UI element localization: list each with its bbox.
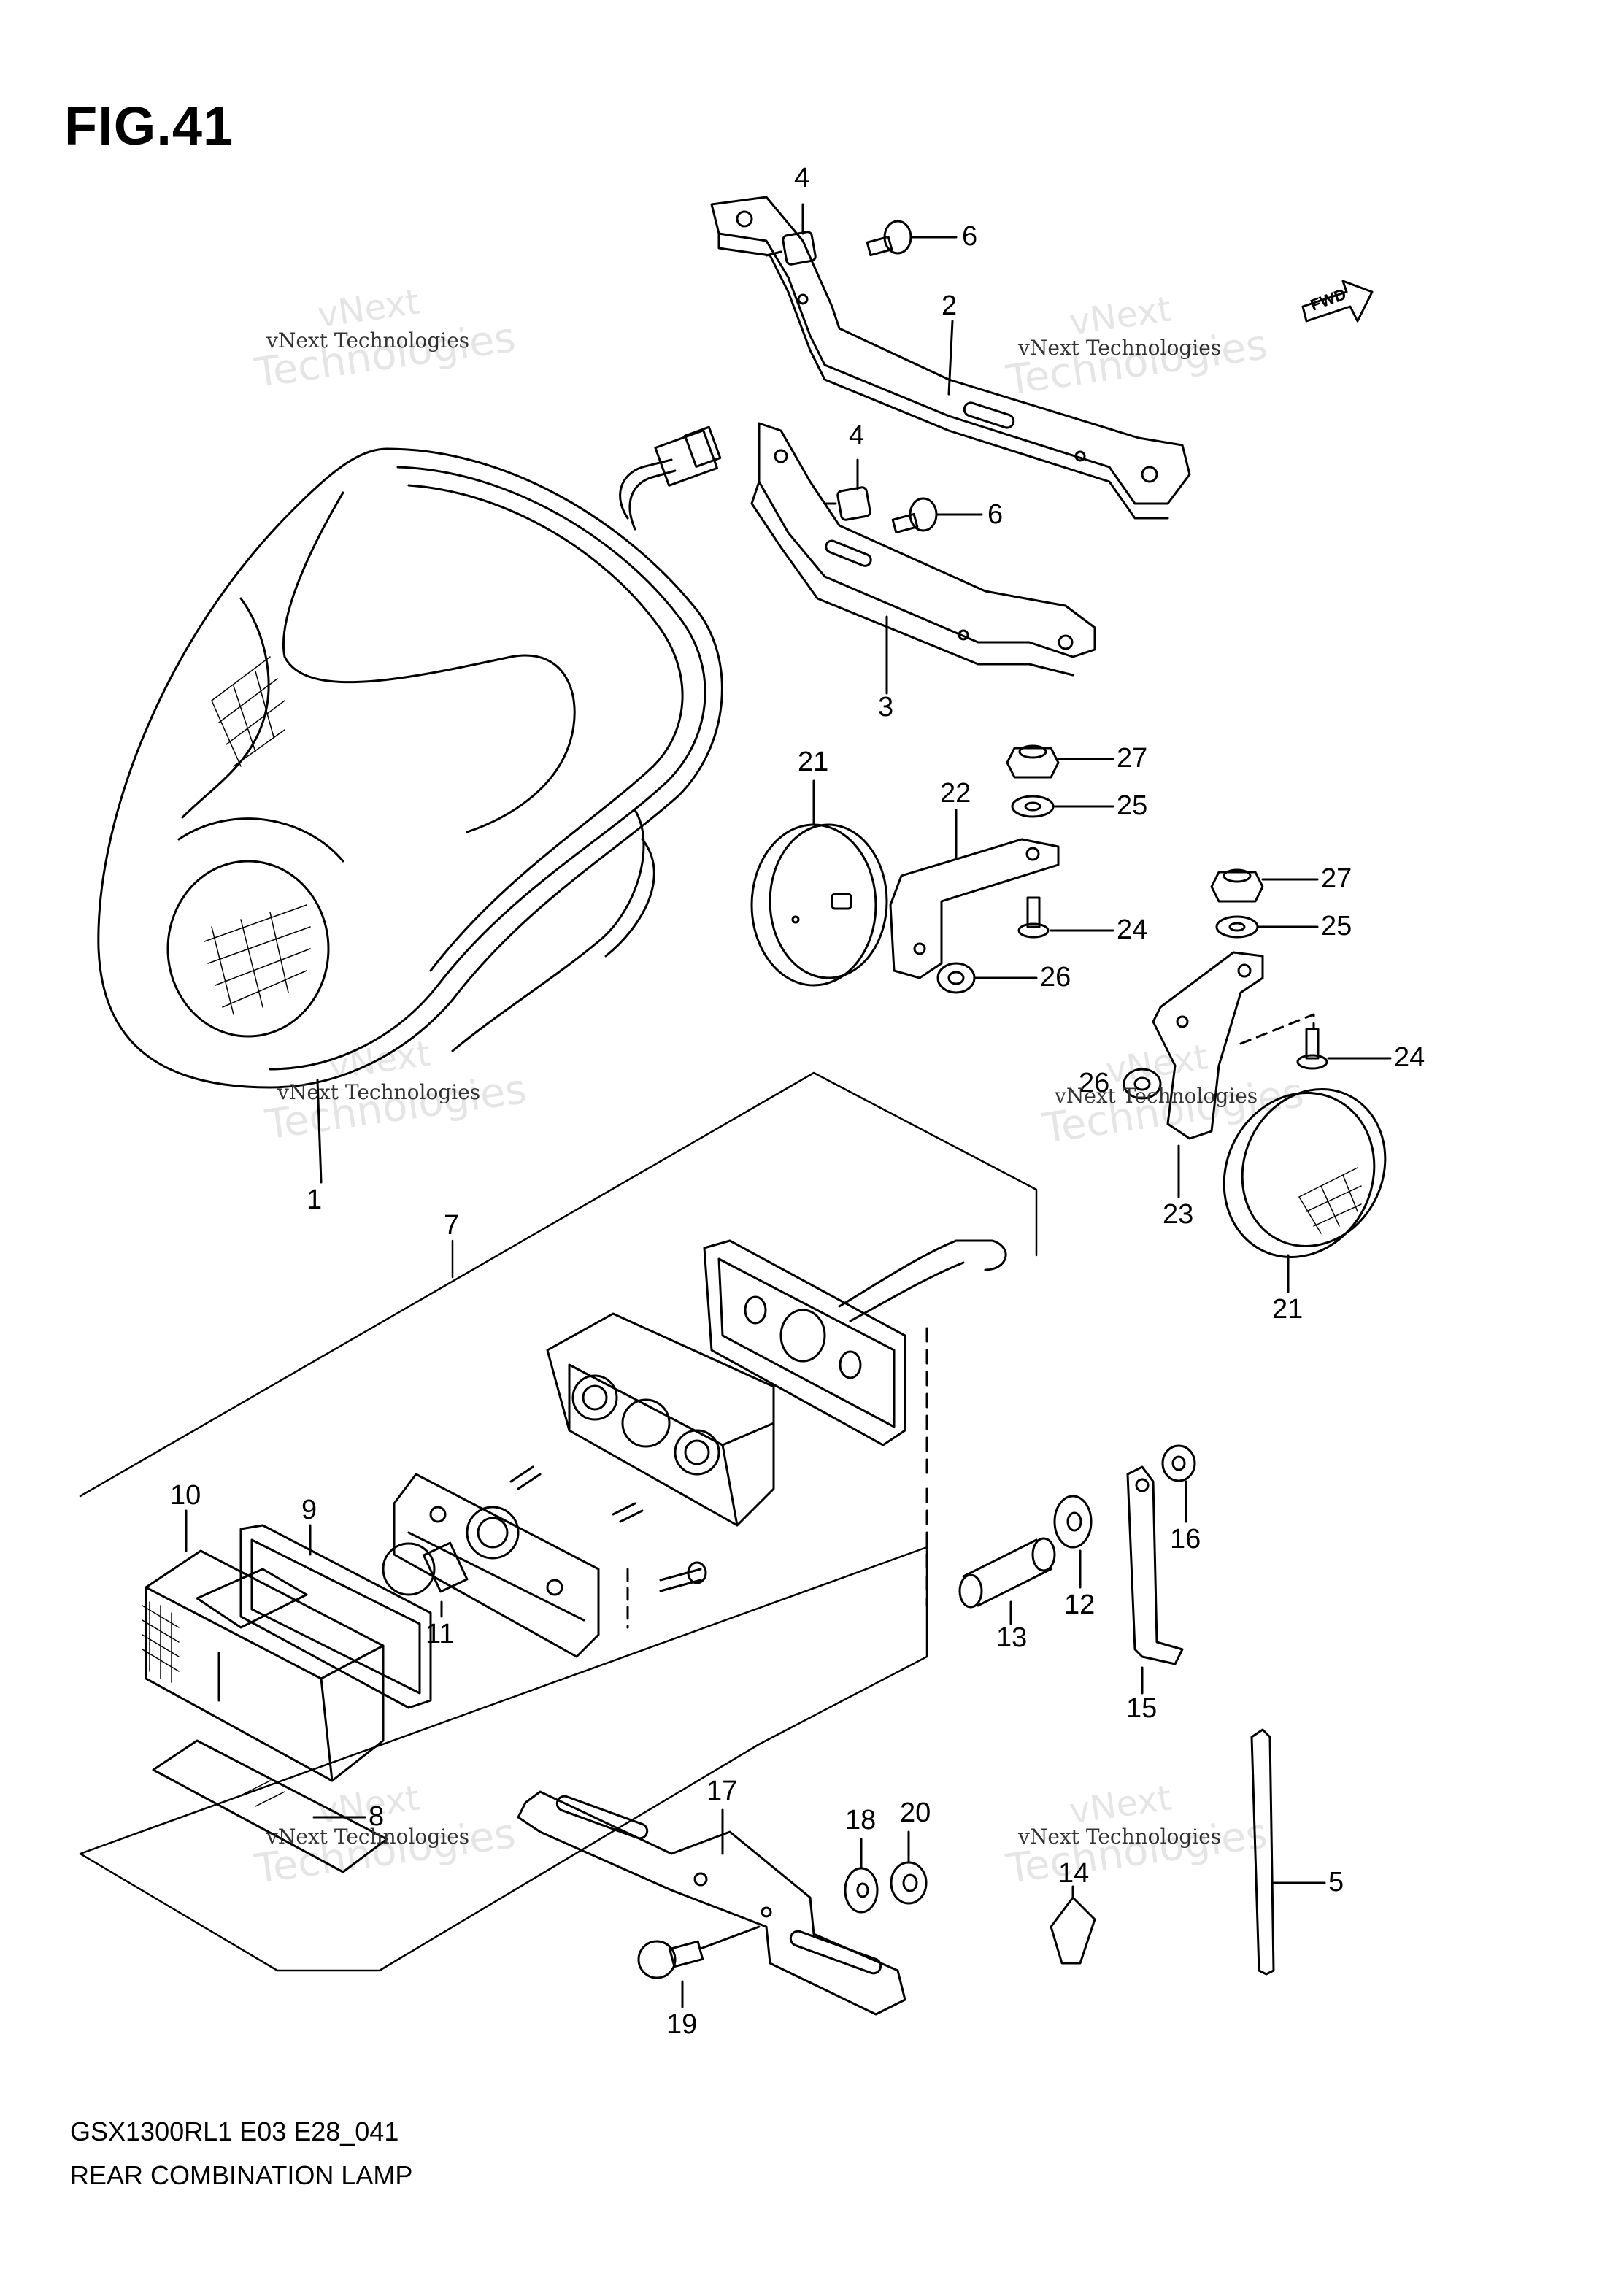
callout-2: 2 bbox=[942, 290, 958, 321]
part-8-plate bbox=[152, 1739, 388, 1873]
part-27-nut-lower bbox=[1210, 868, 1319, 903]
model-code: GSX1300RL1 E03 E28_041 bbox=[70, 2116, 399, 2146]
part-24-screw-upper bbox=[1017, 896, 1114, 939]
part-13-spacer bbox=[958, 1537, 1056, 1625]
callout-17: 17 bbox=[706, 1776, 738, 1806]
callout-10: 10 bbox=[170, 1480, 201, 1511]
callout-23: 23 bbox=[1163, 1199, 1194, 1230]
part-27-nut-upper bbox=[1006, 744, 1114, 779]
callout-24: 24 bbox=[1117, 914, 1148, 945]
callout-26: 26 bbox=[1079, 1068, 1110, 1098]
lamp-body bbox=[546, 1312, 775, 1527]
part-6-bolt-upper bbox=[866, 220, 958, 257]
part-22-reflector-bracket bbox=[889, 809, 1060, 979]
part-1-tail-lamp-housing bbox=[97, 425, 723, 1184]
part-21-reflector-upper bbox=[750, 779, 888, 987]
callout-21: 21 bbox=[1272, 1294, 1304, 1325]
part-23-reflector-bracket bbox=[1152, 951, 1315, 1198]
callout-19: 19 bbox=[666, 2009, 698, 2040]
callout-27: 27 bbox=[1117, 743, 1148, 774]
part-26-nut-lower bbox=[1123, 1068, 1162, 1100]
callout-9: 9 bbox=[301, 1495, 317, 1525]
part-4-bolt-lower bbox=[823, 458, 871, 521]
part-11-bulb bbox=[382, 1541, 469, 1618]
part-18-washer bbox=[844, 1838, 879, 1914]
part-25-washer-lower bbox=[1215, 915, 1319, 939]
fwd-arrow-icon bbox=[1301, 280, 1374, 323]
callout-22: 22 bbox=[940, 778, 971, 809]
callout-4: 4 bbox=[794, 163, 810, 193]
callout-5: 5 bbox=[1328, 1867, 1344, 1898]
callout-3: 3 bbox=[878, 692, 894, 723]
lamp-gasket-rear bbox=[703, 1239, 1007, 1607]
part-2-upper-bracket bbox=[710, 196, 1191, 520]
callout-27: 27 bbox=[1321, 863, 1352, 894]
callout-25: 25 bbox=[1117, 790, 1148, 821]
part-9-gasket bbox=[239, 1524, 432, 1709]
part-14-clip bbox=[1050, 1885, 1096, 1965]
callout-13: 13 bbox=[996, 1622, 1028, 1653]
socket-plate bbox=[393, 1465, 707, 1658]
callout-15: 15 bbox=[1126, 1693, 1158, 1724]
part-6-bolt-lower bbox=[891, 497, 983, 534]
figure-name: REAR COMBINATION LAMP bbox=[70, 2160, 413, 2190]
part-19-bolt bbox=[637, 1925, 761, 2008]
part-12-washer bbox=[1053, 1495, 1093, 1589]
part-5-cable-tie bbox=[1250, 1728, 1326, 1976]
callout-25: 25 bbox=[1321, 911, 1352, 941]
callout-26: 26 bbox=[1040, 962, 1071, 993]
callout-6: 6 bbox=[987, 499, 1004, 530]
part-16-nut bbox=[1161, 1444, 1196, 1523]
part-21-reflector-lower bbox=[1223, 1088, 1387, 1293]
callout-21: 21 bbox=[798, 747, 829, 777]
figure-title: FIG.41 bbox=[64, 96, 234, 156]
callout-20: 20 bbox=[900, 1798, 931, 1828]
callout-6: 6 bbox=[962, 221, 978, 252]
part-3-lower-bracket bbox=[750, 422, 1096, 695]
callout-18: 18 bbox=[845, 1805, 877, 1835]
part-26-nut-upper bbox=[936, 962, 1038, 994]
part-20-nut bbox=[890, 1830, 928, 1905]
part-15-bracket bbox=[1126, 1465, 1184, 1695]
callout-24: 24 bbox=[1394, 1042, 1425, 1073]
callout-12: 12 bbox=[1064, 1590, 1096, 1620]
part-25-washer-upper bbox=[1011, 795, 1114, 818]
callout-8: 8 bbox=[369, 1801, 385, 1832]
part-10-lens bbox=[142, 1509, 385, 1782]
callout-7: 7 bbox=[444, 1210, 460, 1241]
callout-14: 14 bbox=[1058, 1858, 1090, 1889]
part-7-assembly-outline bbox=[79, 1071, 1038, 1972]
part-24-screw-lower bbox=[1296, 1028, 1392, 1070]
part-17-license-bracket bbox=[517, 1790, 906, 2016]
callout-11: 11 bbox=[426, 1619, 455, 1649]
callout-1: 1 bbox=[307, 1184, 323, 1215]
callout-16: 16 bbox=[1170, 1524, 1201, 1555]
callout-4: 4 bbox=[849, 420, 865, 451]
part-4-bolt-upper bbox=[765, 203, 817, 266]
